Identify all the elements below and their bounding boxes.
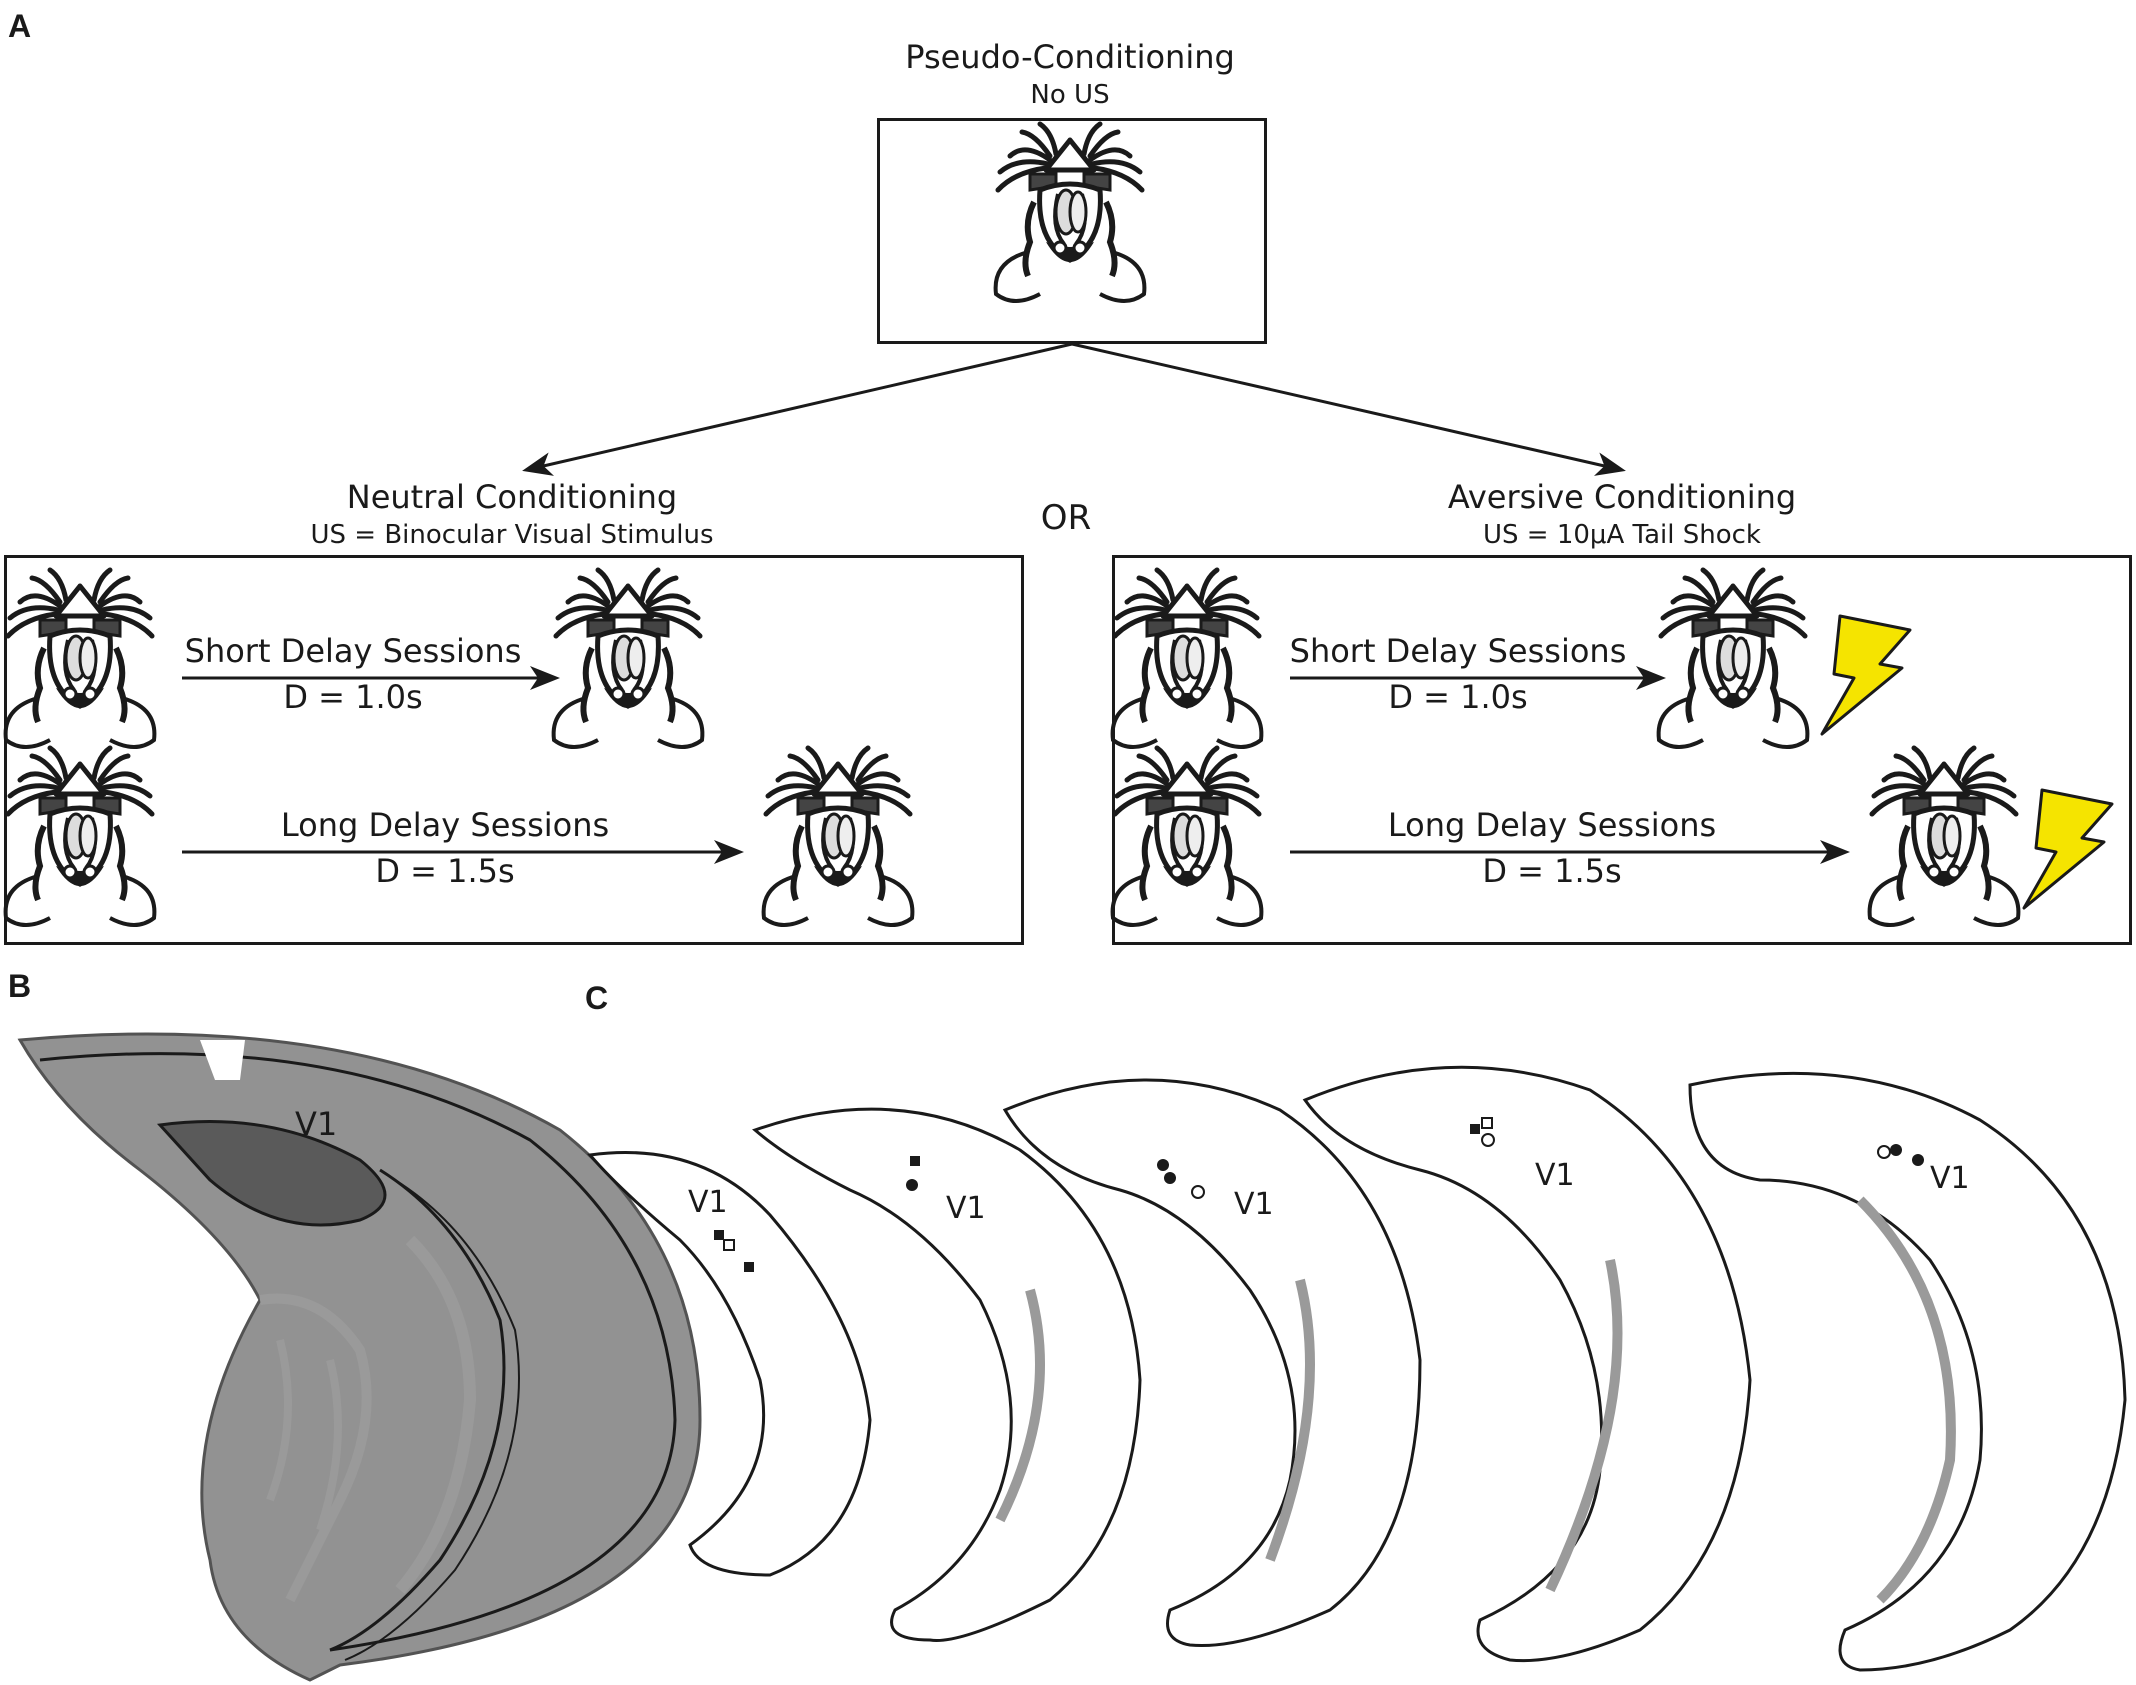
pseudo-box: [877, 118, 1267, 344]
animal-aversive-short-start: [1113, 570, 1262, 747]
region-label-c4: V1: [1535, 1158, 1575, 1193]
panel-label-c: C: [585, 980, 609, 1016]
animal-aversive-long-start: [1113, 748, 1262, 925]
arrow-to-neutral: [522, 342, 1073, 476]
aversive-long-label: Long Delay Sessions: [1387, 806, 1717, 844]
aversive-subtitle: US = 10μA Tail Shock: [1483, 520, 1761, 550]
neutral-long-delay: D = 1.5s: [375, 852, 515, 890]
arrow-to-aversive: [1071, 342, 1626, 476]
neutral-short-delay: D = 1.0s: [283, 678, 423, 716]
animal-aversive-long-end: [1870, 748, 2019, 925]
animal-neutral-long-end: [764, 748, 913, 925]
shock-bolt-short: [1820, 614, 1912, 736]
region-label-c1: V1: [688, 1185, 728, 1220]
region-label-b: V1: [295, 1105, 337, 1143]
animal-aversive-short-end: [1659, 570, 1808, 747]
histology-section: [17, 1032, 702, 1682]
region-label-c5: V1: [1930, 1161, 1970, 1196]
region-label-c3: V1: [1234, 1187, 1274, 1222]
aversive-short-label: Short Delay Sessions: [1289, 632, 1627, 670]
atlas-sections: [587, 1065, 2127, 1672]
neutral-subtitle: US = Binocular Visual Stimulus: [310, 520, 714, 550]
pseudo-title: Pseudo-Conditioning: [905, 38, 1235, 76]
neutral-box: [4, 555, 1024, 945]
neutral-title: Neutral Conditioning: [346, 478, 678, 516]
aversive-box: [1112, 555, 2132, 945]
animal-pseudo: [996, 124, 1145, 301]
aversive-long-delay: D = 1.5s: [1482, 852, 1622, 890]
shock-bolt-long: [2022, 788, 2114, 910]
animal-neutral-short-end: [554, 570, 703, 747]
neutral-short-label: Short Delay Sessions: [184, 632, 522, 670]
or-label: OR: [1040, 498, 1092, 538]
animal-neutral-short-start: [6, 570, 155, 747]
panel-label-a: A: [8, 8, 32, 44]
aversive-title: Aversive Conditioning: [1447, 478, 1797, 516]
neutral-long-label: Long Delay Sessions: [280, 806, 610, 844]
atlas-hippocampus: [995, 1196, 1956, 1604]
aversive-short-delay: D = 1.0s: [1388, 678, 1528, 716]
panel-label-b: B: [8, 968, 32, 1004]
animal-neutral-long-start: [6, 748, 155, 925]
electrode-markers: [714, 1117, 1924, 1272]
pseudo-subtitle: No US: [1030, 80, 1110, 110]
region-label-c2: V1: [946, 1191, 986, 1226]
